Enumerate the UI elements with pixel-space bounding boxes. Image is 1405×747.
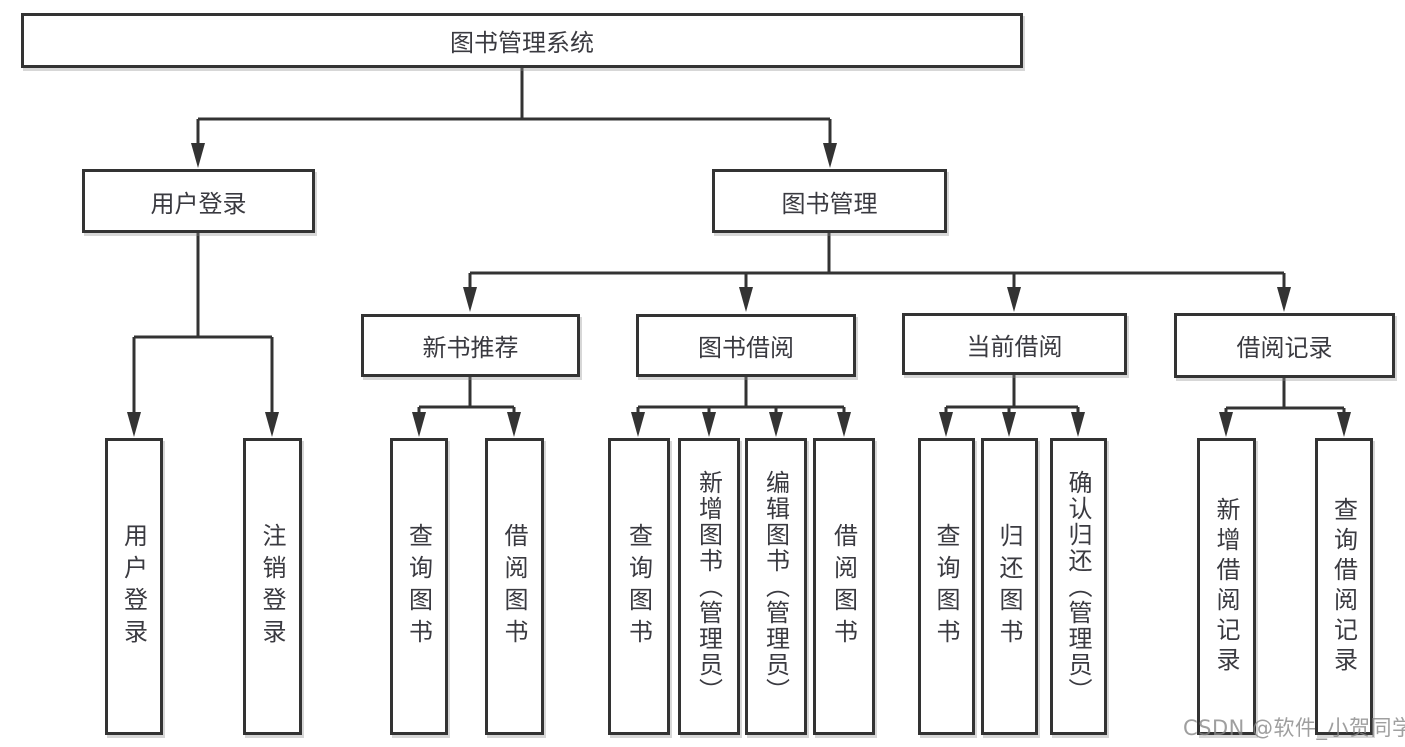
node-label: 注销登录 [258,522,286,651]
node-library-system: 图书管理系统 [21,13,1023,68]
leaf-query-books-borrow: 查询图书 [608,438,670,735]
leaf-borrow-books: 借阅图书 [813,438,875,735]
node-label: 查询图书 [404,522,433,651]
arrowheads [127,143,1351,437]
node-label: 借阅图书 [829,522,858,651]
node-label: 查询借阅记录 [1329,496,1358,677]
node-label: 借阅图书 [500,522,528,651]
leaf-return-books: 归还图书 [981,438,1038,735]
node-label: 图书管理系统 [450,29,594,57]
node-label: 图书管理 [781,189,878,218]
leaf-borrow-books-recommend: 借阅图书 [485,438,544,735]
node-label: 新书推荐 [422,334,519,362]
leaf-query-books-recommend: 查询图书 [390,438,448,735]
node-user-login: 用户登录 [82,169,315,233]
leaf-confirm-return-admin: 确认归还（管理员） [1050,438,1107,735]
node-label: 用户登录 [150,189,247,218]
node-book-borrowing: 图书借阅 [636,314,856,377]
leaf-user-login: 用户登录 [105,438,163,735]
leaf-logout: 注销登录 [243,438,302,735]
node-label: 归还图书 [995,522,1023,651]
node-book-management: 图书管理 [712,169,947,233]
csdn-watermark: CSDN @软件_小贺同学 [1183,716,1405,740]
node-borrowing-records: 借阅记录 [1174,313,1395,378]
node-label: 新增图书（管理员） [694,469,723,704]
node-label: 编辑图书（管理员） [761,469,790,704]
node-label: 当前借阅 [966,332,1063,361]
leaf-add-book-admin: 新增图书（管理员） [678,438,740,735]
leaf-query-borrow-record: 查询借阅记录 [1315,438,1373,735]
leaf-add-borrow-record: 新增借阅记录 [1197,438,1256,735]
leaf-edit-book-admin: 编辑图书（管理员） [745,438,807,735]
node-label: 用户登录 [119,522,148,651]
node-current-borrowing: 当前借阅 [902,313,1127,375]
node-new-book-recommend: 新书推荐 [361,314,580,377]
node-label: 新增借阅记录 [1212,496,1240,677]
node-label: 查询图书 [624,522,653,651]
node-label: 图书借阅 [698,334,794,362]
node-label: 借阅记录 [1236,334,1333,362]
node-label: 查询图书 [932,522,960,651]
connector-lines [132,68,1346,415]
node-label: 确认归还（管理员） [1064,469,1092,704]
leaf-query-books-current: 查询图书 [918,438,975,735]
